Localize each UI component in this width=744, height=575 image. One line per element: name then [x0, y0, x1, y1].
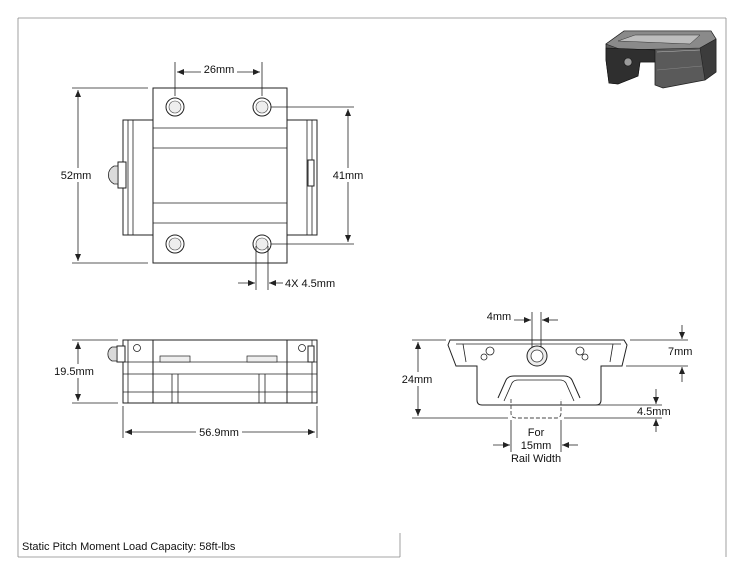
dimension-41mm: 41mm	[271, 106, 366, 245]
dim-label-holes: 4X 4.5mm	[285, 278, 335, 290]
dim-label-52mm: 52mm	[61, 170, 92, 182]
dim-label-19-5mm: 19.5mm	[54, 366, 94, 378]
dim-label-56-9mm: 56.9mm	[199, 427, 239, 439]
carriage-body-top	[152, 87, 288, 264]
end-seal-right	[286, 119, 318, 236]
dimension-4-5mm: 4.5mm	[564, 389, 671, 432]
dim-label-4-5mm: 4.5mm	[637, 406, 671, 418]
center-bore	[526, 345, 548, 367]
dimension-rail-width: For 15mm Rail Width	[493, 420, 578, 465]
dim-label-24mm: 24mm	[402, 374, 433, 386]
grease-port-right	[575, 346, 589, 361]
rail-outline	[510, 399, 562, 419]
sheet-frame	[17, 17, 727, 558]
rail-label-line2: 15mm	[521, 440, 552, 452]
dimension-56-9mm: 56.9mm	[122, 406, 318, 439]
grease-port-left	[480, 346, 495, 361]
dim-label-7mm: 7mm	[668, 346, 692, 358]
mounting-hole	[165, 97, 185, 117]
dim-label-4mm: 4mm	[487, 311, 511, 323]
isometric-thumbnail	[605, 30, 717, 89]
dimension-7mm: 7mm	[626, 325, 692, 382]
end-seal-left	[122, 119, 154, 236]
load-capacity-note: Static Pitch Moment Load Capacity: 58ft-…	[22, 541, 236, 553]
dimension-19-5mm: 19.5mm	[52, 339, 118, 404]
carriage-body-side	[152, 339, 288, 404]
end-view: 4mm 7mm 24mm 4.5mm	[398, 311, 692, 465]
rail-label-line3: Rail Width	[511, 453, 561, 465]
dimension-24mm: 24mm	[398, 339, 508, 419]
side-view: 19.5mm 56.9mm	[52, 339, 318, 439]
dim-label-26mm: 26mm	[204, 64, 235, 76]
dimension-4mm: 4mm	[487, 311, 558, 347]
dim-label-41mm: 41mm	[333, 170, 364, 182]
mounting-hole	[252, 97, 272, 117]
mounting-hole	[252, 234, 272, 254]
grease-nipple-side	[107, 345, 126, 363]
top-view: 26mm 52mm 41mm 4X 4.5mm	[58, 62, 366, 290]
dimension-26mm: 26mm	[174, 62, 263, 96]
rail-label-line1: For	[528, 427, 545, 439]
mounting-hole	[165, 234, 185, 254]
dimension-hole-diameter: 4X 4.5mm	[238, 246, 335, 290]
grease-nipple-top	[108, 161, 127, 189]
dimension-52mm: 52mm	[58, 87, 148, 264]
